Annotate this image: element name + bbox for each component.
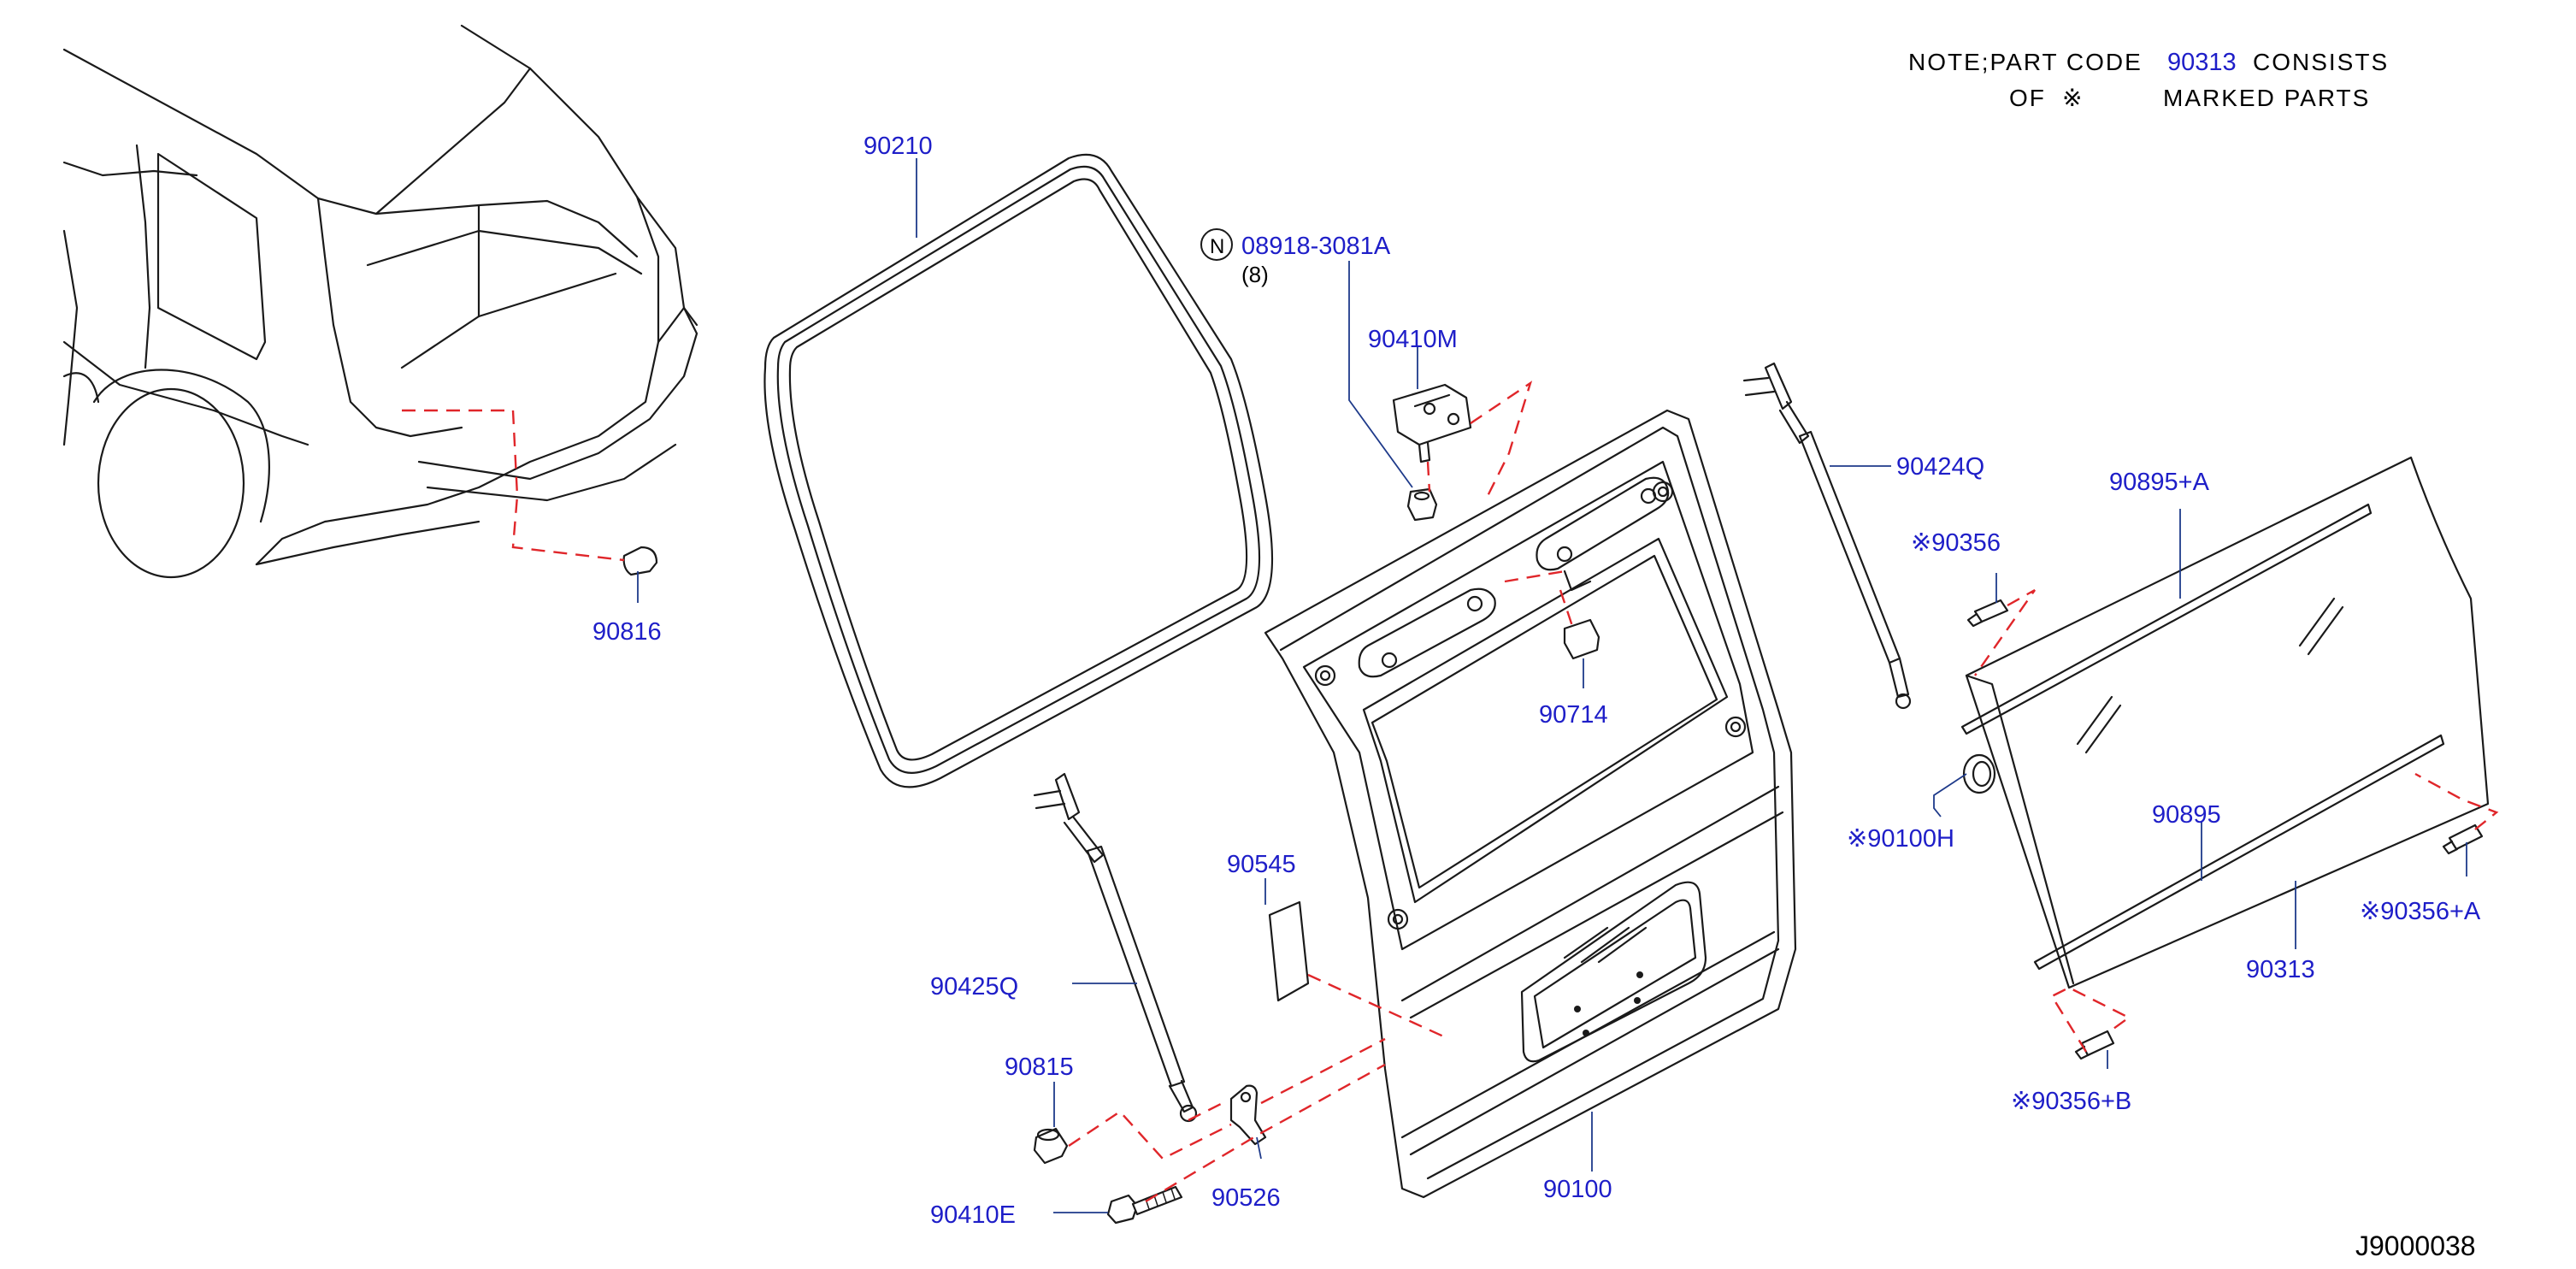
note-mark-symbol: ※ — [2062, 85, 2084, 111]
note-line2-suffix: MARKED PARTS — [2163, 85, 2370, 111]
molding-90895 — [2033, 734, 2445, 971]
back-door-panel-90100 — [1264, 409, 1797, 1199]
n-circle-icon — [1200, 228, 1233, 261]
glass-90313 — [1965, 456, 2490, 989]
bolt-90410E — [1106, 1185, 1183, 1225]
assembly-lines — [402, 381, 2499, 1203]
callout-90356A[interactable]: ※90356+A — [2360, 898, 2481, 925]
callout-90816[interactable]: 90816 — [592, 618, 662, 646]
pad-90545 — [1268, 900, 1310, 1002]
callout-90410M[interactable]: 90410M — [1368, 326, 1458, 353]
callout-90545[interactable]: 90545 — [1227, 851, 1296, 878]
note-line2-of: OF — [2009, 85, 2046, 111]
gas-strut-90425Q — [1033, 772, 1198, 1123]
cap-90816 — [622, 546, 658, 576]
weatherstrip-90210 — [763, 153, 1274, 788]
clip-90356 — [1966, 599, 2009, 628]
molding-90895A — [1960, 503, 2373, 735]
callout-90313[interactable]: 90313 — [2246, 956, 2315, 983]
callout-90895A[interactable]: 90895+A — [2109, 469, 2210, 496]
callout-90425Q[interactable]: 90425Q — [930, 973, 1018, 1000]
grommet-90815 — [1033, 1127, 1069, 1165]
callout-08918-qty: (8) — [1241, 262, 1269, 287]
diagram-id: J9000038 — [2355, 1231, 2476, 1261]
bumper-90714 — [1563, 618, 1600, 660]
note-line1-suffix: CONSISTS — [2253, 49, 2389, 75]
vehicle-rear-illustration — [62, 24, 699, 579]
callout-labels: 90210 90816 N 08918-3081A (8) 90410M 904… — [592, 133, 2481, 1229]
nut-08918 — [1406, 487, 1438, 522]
clip-90356A — [2442, 823, 2484, 855]
callout-90714[interactable]: 90714 — [1539, 701, 1608, 729]
leader-lines — [637, 158, 2467, 1213]
note-part-code-link[interactable]: 90313 — [2167, 49, 2237, 76]
callout-90356[interactable]: ※90356 — [1911, 529, 2001, 557]
callout-90424Q[interactable]: 90424Q — [1896, 453, 1984, 481]
callout-90356B[interactable]: ※90356+B — [2011, 1088, 2131, 1115]
callout-08918-circle: N — [1210, 235, 1224, 258]
callout-90210[interactable]: 90210 — [864, 133, 933, 160]
callout-90526[interactable]: 90526 — [1211, 1184, 1281, 1212]
callout-90410E[interactable]: 90410E — [930, 1201, 1016, 1229]
gas-strut-90424Q — [1742, 362, 1912, 710]
callout-08918-3081A[interactable]: 08918-3081A — [1241, 233, 1391, 260]
bracket-90526 — [1229, 1084, 1267, 1146]
grommet-90100H — [1962, 753, 1996, 794]
latch-90410M — [1392, 383, 1472, 463]
note-line1-prefix: NOTE;PART CODE — [1908, 49, 2143, 75]
callout-90895[interactable]: 90895 — [2152, 801, 2221, 829]
callout-90100H[interactable]: ※90100H — [1847, 825, 1954, 853]
callout-90815[interactable]: 90815 — [1005, 1054, 1074, 1081]
note-block: NOTE;PART CODE 90313 CONSISTS OF ※ MARKE… — [1908, 49, 2389, 111]
callout-90100[interactable]: 90100 — [1543, 1176, 1612, 1203]
